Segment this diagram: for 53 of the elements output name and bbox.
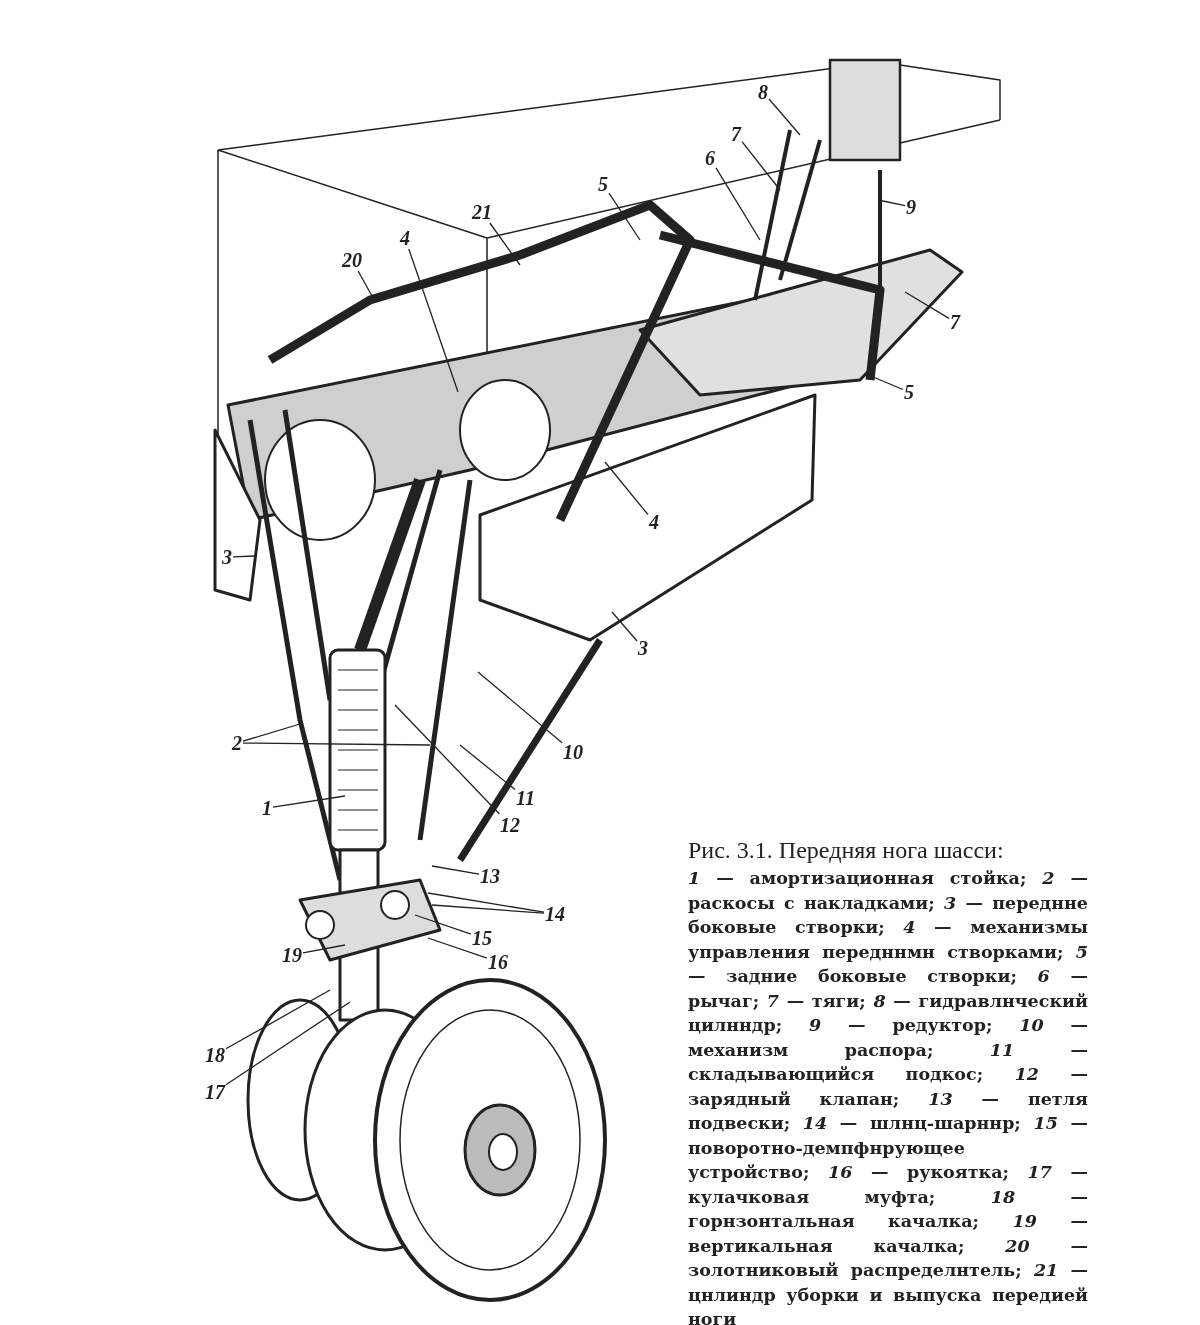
- callout-number: 5: [904, 382, 914, 402]
- callout-number: 14: [545, 904, 565, 924]
- leader-line: [242, 742, 431, 746]
- figure-title: Рис. 3.1. Передняя нога шасси:: [688, 836, 1005, 865]
- callout-number: 11: [516, 788, 535, 808]
- leader-line: [242, 723, 301, 742]
- callout-number: 16: [488, 952, 508, 972]
- leader-line: [489, 222, 521, 266]
- leader-line: [225, 1001, 351, 1086]
- callout-number: 20: [342, 250, 362, 270]
- callout-number: 19: [282, 945, 302, 965]
- leader-line: [608, 192, 641, 241]
- callout-number: 6: [705, 148, 715, 168]
- leader-line: [408, 248, 459, 393]
- leader-line: [414, 914, 472, 935]
- leader-line: [877, 199, 906, 207]
- callout-number: 15: [472, 928, 492, 948]
- callout-number: 3: [638, 638, 648, 658]
- callout-number: 2: [232, 733, 242, 753]
- leader-line: [427, 937, 488, 959]
- leader-line: [302, 944, 346, 954]
- callout-number: 5: [598, 174, 608, 194]
- callout-number: 4: [649, 512, 659, 532]
- callout-number: 18: [205, 1045, 225, 1065]
- leader-line: [604, 461, 649, 516]
- leader-line: [904, 291, 950, 320]
- leader-line: [477, 671, 563, 744]
- callout-number: 21: [472, 202, 492, 222]
- leader-line: [431, 904, 545, 914]
- leader-line: [394, 704, 501, 815]
- callout-number: 3: [222, 547, 232, 567]
- callout-number: 9: [906, 197, 916, 217]
- callout-number: 8: [758, 82, 768, 102]
- leader-line: [715, 167, 761, 241]
- callout-number: 12: [500, 815, 520, 835]
- callout-number: 7: [950, 312, 960, 332]
- leader-line: [459, 744, 516, 791]
- figure-caption: 1 — амортизационная стойка; 2 — раскосы с накладками; 3 — переднне боковые створки; 4 — механизмы управления передннмн створками; 5 — задние боковые створки; 6 — рычаг; 7 — тяги; 8 — гидравлнческий цилнндр; 9 — редуктор; 10 — механизм распора; 11 — складывающийся подкос; 12 — зарядный клапан; 13 — петля подвески; 14 — шлнц-шарннр; 15 — поворотно-демпфнрующее устройство; 16 — рукоятка; 17 — кулачковая муфта; 18 — горнзонтальная качалка; 19 — вертикальная качалка; 20 — золотниковый распределнтель; 21 — цнлиндр уборки и выпуска передией ноги: [688, 867, 1088, 1325]
- callout-number: 13: [480, 866, 500, 886]
- leader-line: [611, 611, 638, 642]
- callout-number: 7: [731, 124, 741, 144]
- callout-number: 10: [563, 742, 583, 762]
- leader-line: [741, 141, 781, 191]
- leader-line: [357, 270, 373, 297]
- leader-line: [272, 795, 346, 808]
- callout-number: 1: [262, 798, 272, 818]
- callout-number: 17: [205, 1082, 225, 1102]
- leader-line: [232, 555, 255, 558]
- leader-line: [225, 989, 331, 1050]
- leader-line: [768, 98, 801, 136]
- callout-number: 4: [400, 228, 410, 248]
- leader-line: [427, 892, 545, 913]
- leader-line: [431, 865, 480, 875]
